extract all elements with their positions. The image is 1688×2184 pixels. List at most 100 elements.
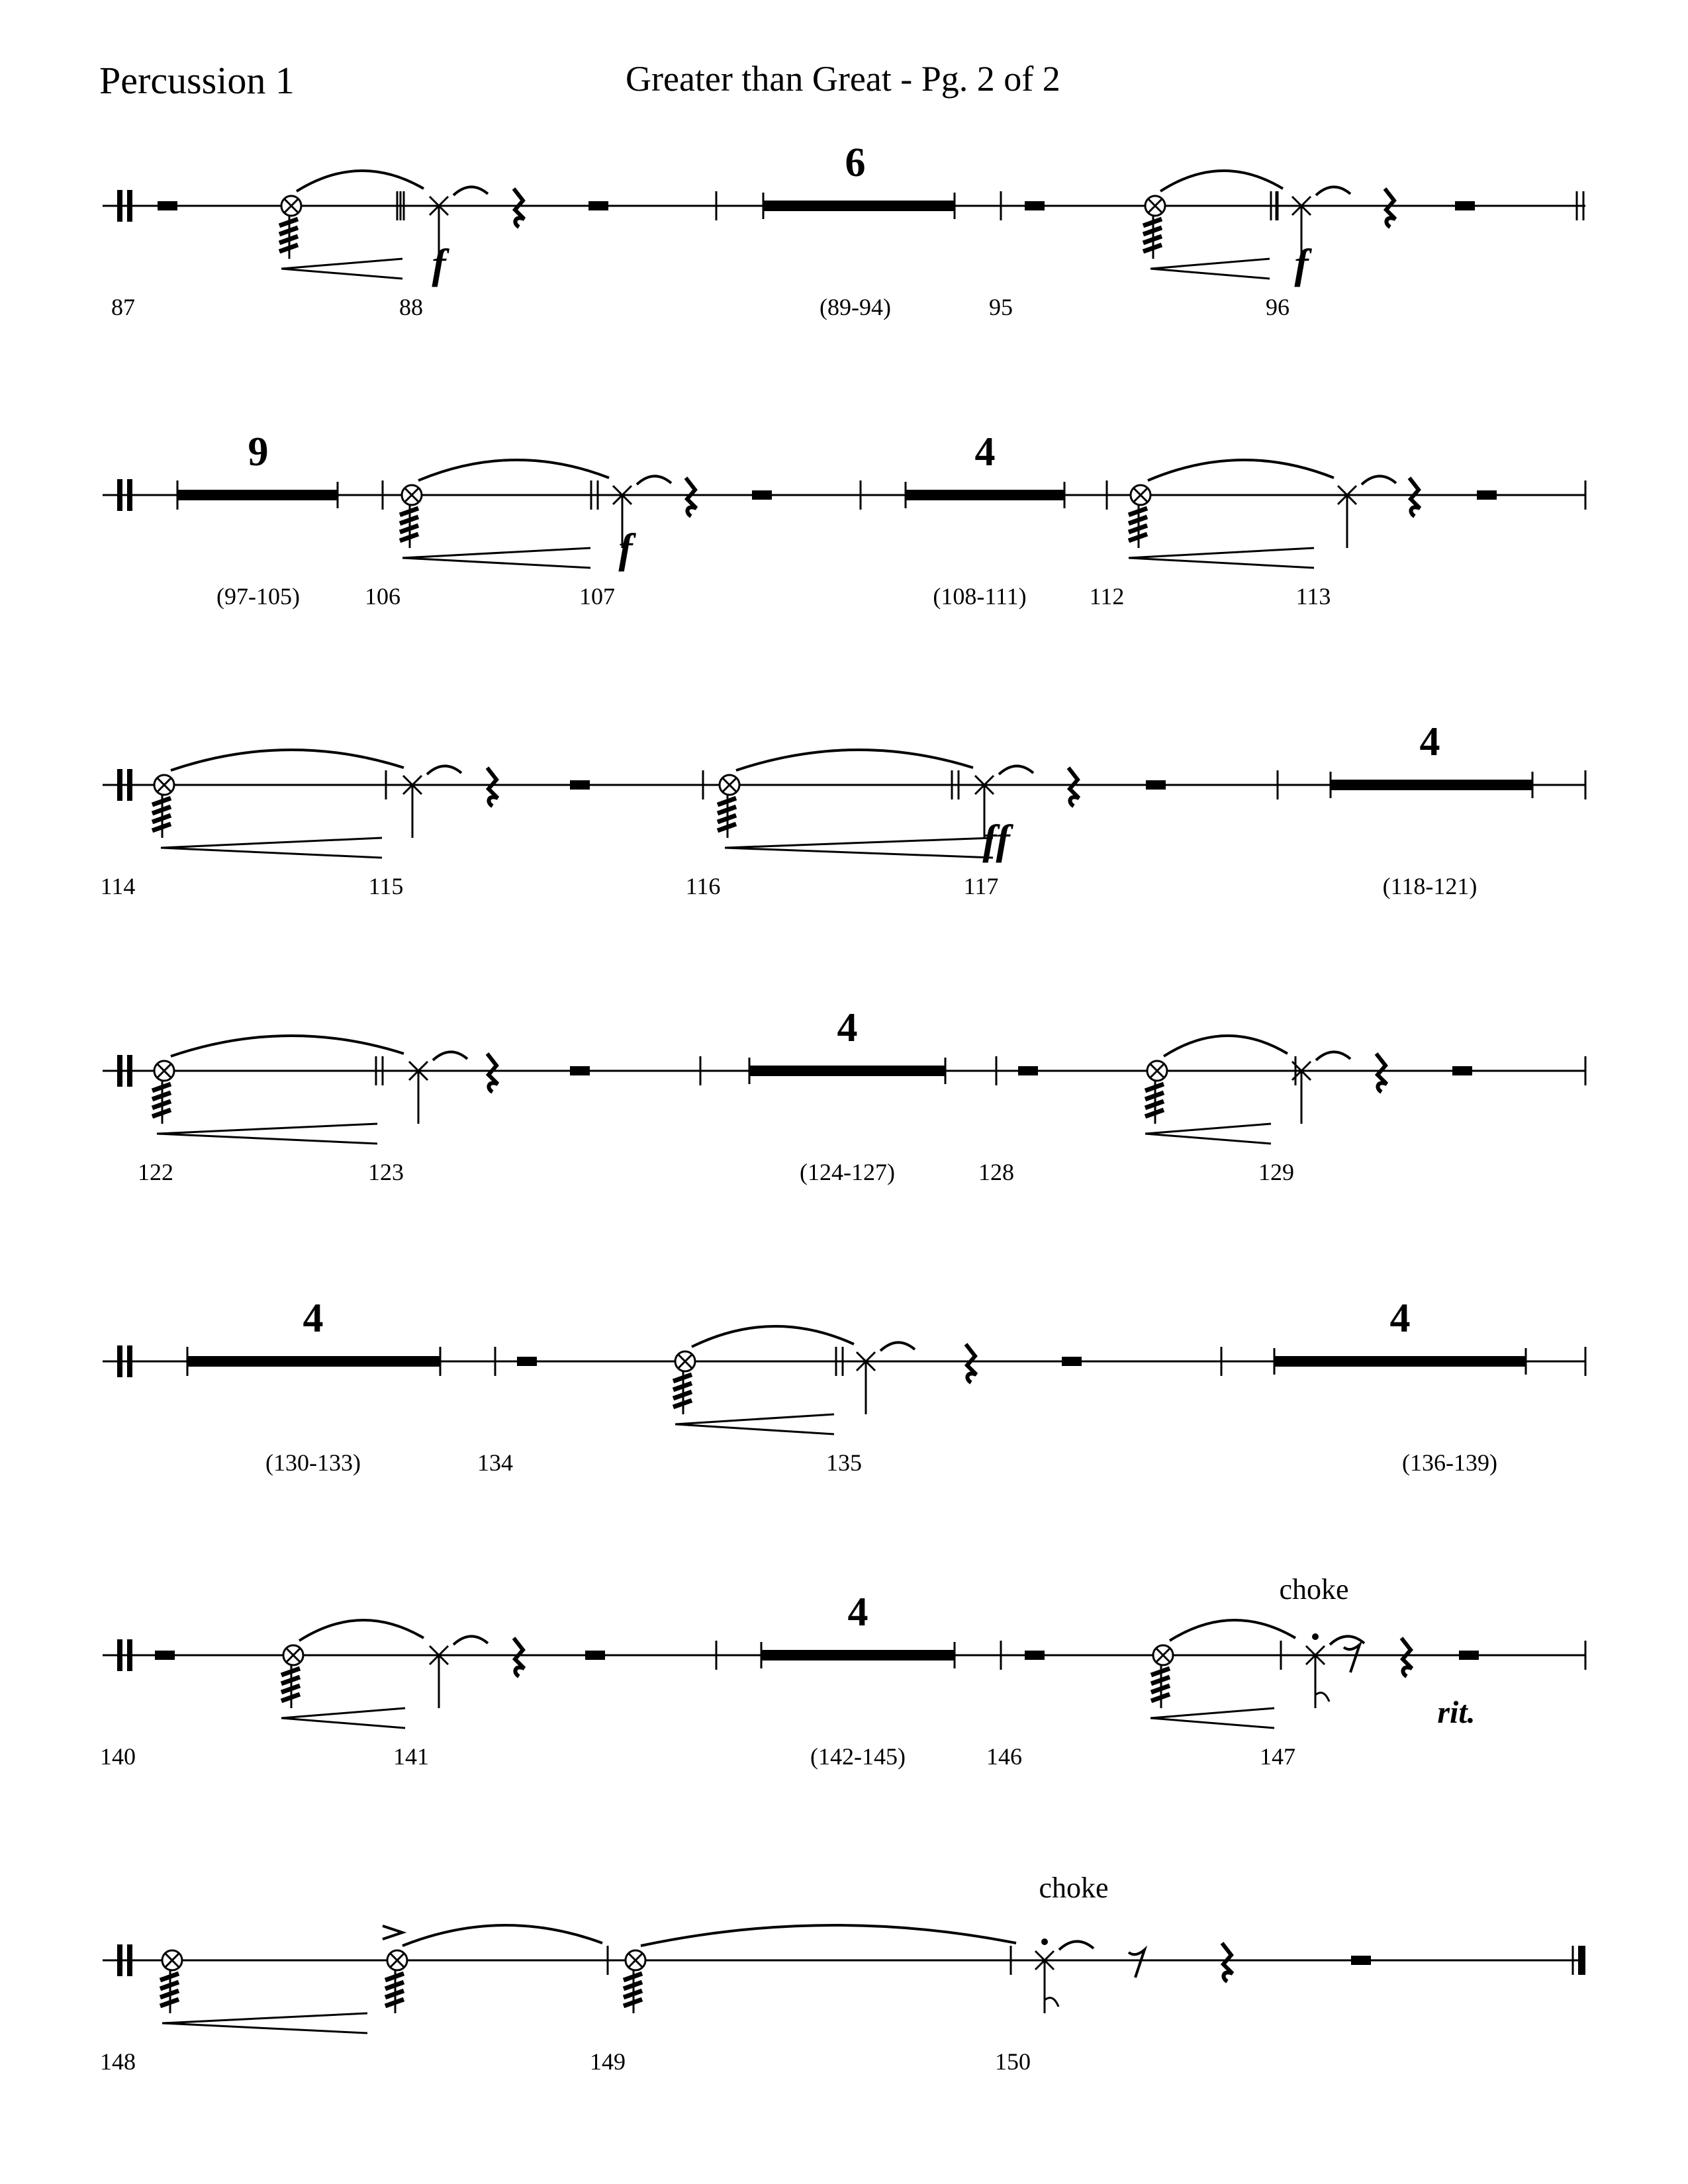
tremolo-stroke <box>278 234 299 246</box>
measure-number: 146 <box>986 1743 1022 1770</box>
tremolo-stroke <box>280 1683 301 1695</box>
choke-label: choke <box>1279 1573 1348 1606</box>
quarter-rest <box>1066 766 1081 808</box>
measure-number: 115 <box>369 873 404 899</box>
percussion-clef <box>127 1944 132 1976</box>
quarter-rest <box>485 1052 500 1094</box>
tie <box>426 764 463 776</box>
whole-rest <box>155 1651 175 1660</box>
tremolo-stroke <box>622 1997 643 2009</box>
dynamic-marking: ff <box>982 816 1013 863</box>
whole-rest <box>1025 1651 1045 1660</box>
multirest-count: 4 <box>1420 719 1440 764</box>
quarter-rest <box>1220 1942 1235 1983</box>
measure-number: 112 <box>1090 583 1125 610</box>
measure-number: 106 <box>365 583 400 610</box>
multirest-count: 4 <box>303 1296 324 1341</box>
whole-rest <box>1477 490 1497 500</box>
tremolo-stroke <box>716 796 737 807</box>
whole-rest <box>1025 201 1045 210</box>
percussion-clef <box>117 479 122 511</box>
multirest-bar <box>1274 1356 1526 1367</box>
measure-number: (118-121) <box>1383 873 1477 899</box>
tremolo-stroke <box>1127 506 1149 518</box>
tremolo-stroke <box>622 1979 643 1991</box>
slur <box>691 1324 855 1348</box>
percussion-clef <box>127 769 132 801</box>
measure-number: 114 <box>101 873 136 899</box>
tie <box>1360 475 1397 486</box>
multirest-count: 4 <box>1390 1296 1411 1341</box>
tremolo-stroke <box>280 1666 301 1678</box>
cymbal-notehead <box>156 1063 172 1079</box>
quarter-rest <box>964 1343 978 1385</box>
whole-rest <box>158 201 177 210</box>
crescendo-hairpin <box>156 1122 378 1145</box>
tie <box>432 1050 469 1062</box>
crescendo-hairpin <box>1145 1122 1272 1145</box>
tie <box>635 475 673 486</box>
tremolo-stroke <box>1150 1683 1171 1695</box>
multirest-bar <box>187 1356 440 1367</box>
tremolo-stroke <box>1150 1674 1171 1686</box>
slur <box>170 1034 404 1058</box>
multirest-bar <box>749 1066 945 1076</box>
cymbal-notehead <box>164 1952 180 1968</box>
tremolo-stroke <box>278 216 299 228</box>
measure-number: 88 <box>399 294 423 320</box>
multirest-count: 4 <box>837 1005 858 1050</box>
tremolo-stroke <box>672 1381 693 1392</box>
tremolo-stroke <box>399 531 420 543</box>
slur <box>170 749 404 772</box>
multirest-bar <box>1331 780 1532 790</box>
tie <box>452 185 489 197</box>
multirest-count: 6 <box>845 140 866 185</box>
cymbal-notehead <box>156 777 172 793</box>
tremolo-stroke <box>1144 1107 1165 1119</box>
cymbal-notehead <box>285 1647 301 1663</box>
slur <box>402 1924 603 1947</box>
percussion-clef <box>117 190 122 222</box>
cymbal-notehead <box>1149 1063 1165 1079</box>
whole-rest <box>1459 1651 1479 1660</box>
tremolo-stroke <box>399 506 420 518</box>
measure-number: 87 <box>111 294 135 320</box>
cymbal-notehead <box>722 777 737 793</box>
crescendo-hairpin <box>402 547 591 569</box>
tie <box>1329 1635 1366 1646</box>
tremolo-stroke <box>151 804 172 816</box>
tremolo-stroke <box>151 1090 172 1102</box>
tremolo-stroke <box>1127 531 1149 543</box>
tremolo-stroke <box>151 813 172 825</box>
tremolo-stroke <box>1127 514 1149 526</box>
measure-number: 140 <box>100 1743 136 1770</box>
tremolo-stroke <box>716 813 737 825</box>
measure-number: 135 <box>826 1449 862 1476</box>
slur <box>418 459 610 482</box>
slur <box>298 1618 425 1642</box>
percussion-clef <box>117 1345 122 1377</box>
dynamic-marking: f <box>1294 240 1312 287</box>
measure-number: 150 <box>995 2048 1031 2075</box>
tremolo-stroke <box>151 1081 172 1093</box>
part-name: Percussion 1 <box>99 59 295 102</box>
measure-number: (89-94) <box>820 294 891 320</box>
tremolo-stroke <box>280 1674 301 1686</box>
measure-number: 113 <box>1296 583 1331 610</box>
crescendo-hairpin <box>162 2012 368 2034</box>
quarter-rest <box>684 477 698 518</box>
whole-rest <box>1018 1066 1038 1075</box>
tremolo-stroke <box>384 1971 405 1983</box>
eighth-flag <box>1043 1967 1060 2007</box>
tremolo-stroke <box>384 1997 405 2009</box>
quarter-rest <box>1383 187 1397 229</box>
tremolo-stroke <box>280 1692 301 1704</box>
slur <box>1162 1034 1289 1058</box>
slur <box>735 749 974 772</box>
measure-number: 95 <box>989 294 1013 320</box>
cymbal-notehead <box>283 198 299 214</box>
cymbal-notehead <box>1133 487 1149 503</box>
measure-number: 134 <box>477 1449 513 1476</box>
cymbal-notehead <box>628 1952 643 1968</box>
tremolo-stroke <box>672 1398 693 1410</box>
